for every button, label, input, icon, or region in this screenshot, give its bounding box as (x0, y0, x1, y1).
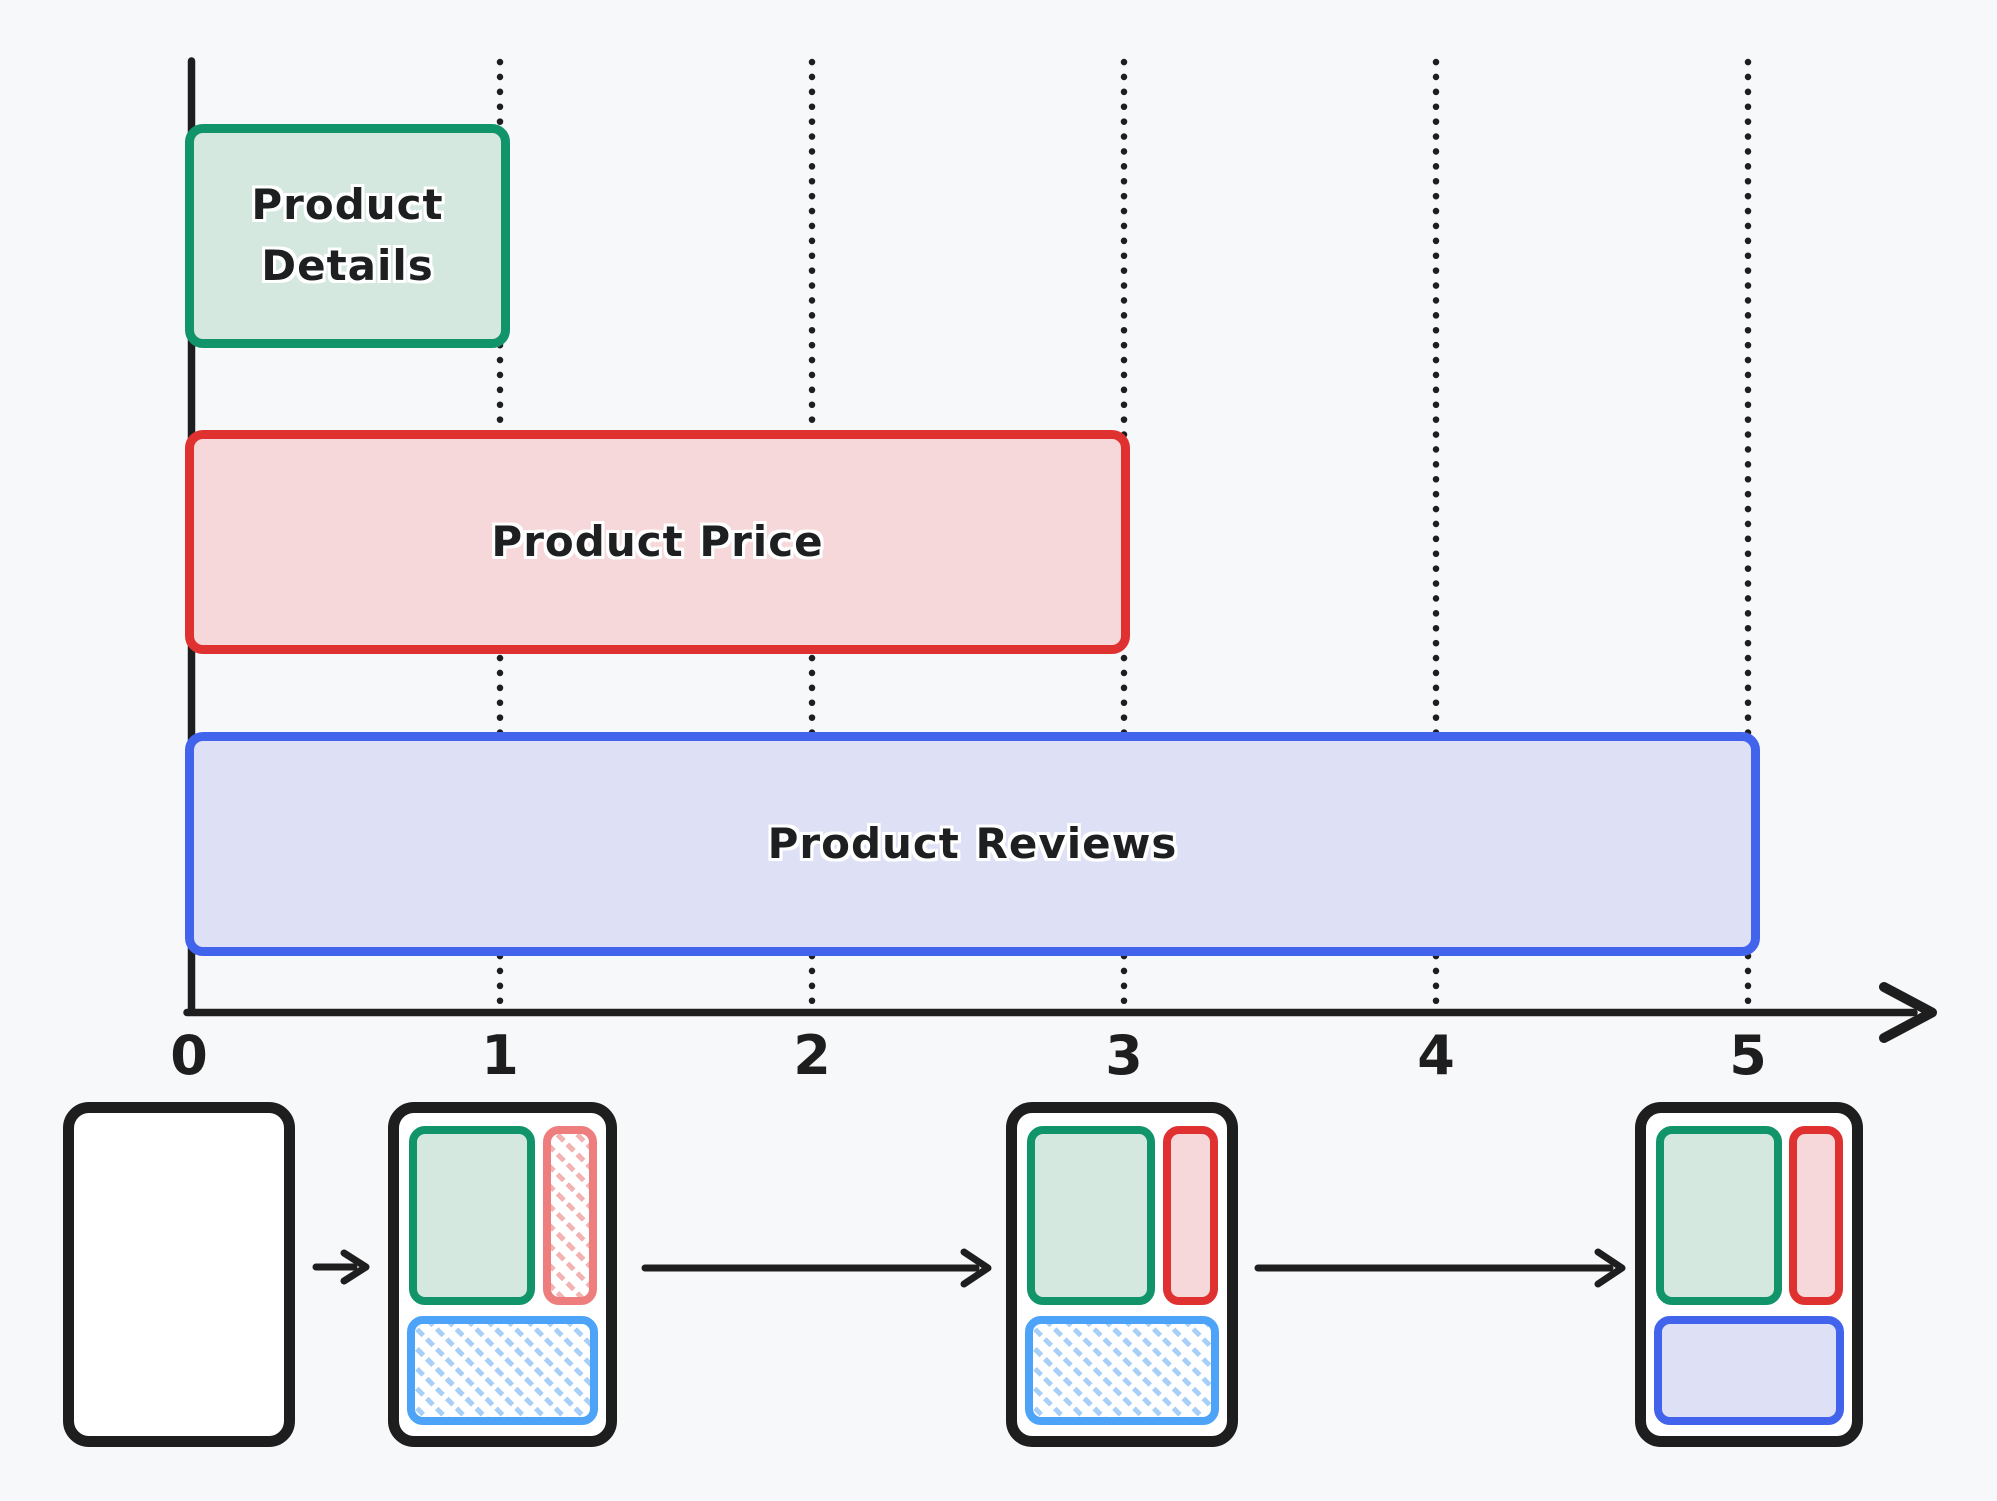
product-reviews-block-skeleton (407, 1316, 598, 1425)
bar-product-reviews: Product Reviews (185, 732, 1760, 956)
x-tick-0: 0 (170, 1024, 208, 1087)
x-tick-2: 2 (793, 1024, 831, 1087)
bar-product-reviews-label: Product Reviews (767, 818, 1178, 868)
bar-product-details: Product Details (185, 124, 510, 348)
product-details-block-loaded (1655, 1125, 1782, 1306)
x-tick-1: 1 (481, 1024, 519, 1087)
product-price-block-loaded (1162, 1125, 1218, 1306)
arrow-1 (312, 1249, 370, 1285)
bar-product-price-label: Product Price (491, 516, 824, 566)
x-axis-arrowhead (1879, 982, 1937, 1043)
product-details-block-loaded (1027, 1125, 1156, 1306)
product-reviews-block-skeleton (1025, 1316, 1219, 1425)
wireframe-card-price-loaded (1006, 1102, 1238, 1447)
product-details-block-loaded (408, 1125, 536, 1306)
wireframe-card-all-loaded (1635, 1102, 1863, 1447)
product-price-block-loaded (1789, 1125, 1843, 1306)
product-reviews-block-loaded (1654, 1316, 1844, 1425)
arrow-2 (641, 1248, 992, 1288)
x-tick-3: 3 (1105, 1024, 1143, 1087)
product-price-block-skeleton (542, 1125, 597, 1306)
wireframe-card-details-loaded (388, 1102, 617, 1447)
x-tick-5: 5 (1729, 1024, 1767, 1087)
wireframe-card-empty (63, 1102, 295, 1447)
bar-product-details-label: Product Details (251, 180, 444, 290)
x-tick-4: 4 (1417, 1024, 1455, 1087)
bar-product-price: Product Price (185, 430, 1130, 654)
arrow-3 (1254, 1248, 1626, 1288)
